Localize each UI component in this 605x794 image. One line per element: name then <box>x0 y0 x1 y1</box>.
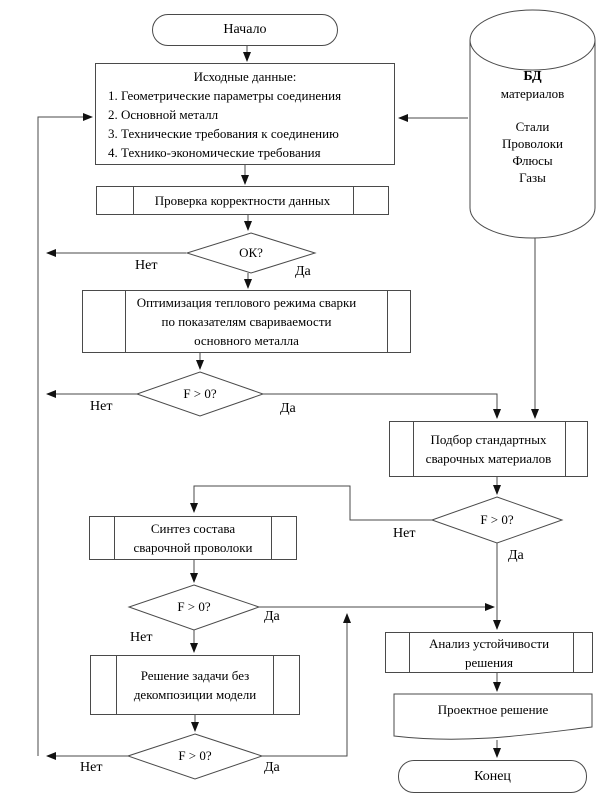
edge-label-yes-f2: Да <box>508 548 524 563</box>
synthesize-wire-line: Синтез состава <box>150 521 236 536</box>
stability-analysis-line: решения <box>465 654 513 670</box>
f2-decision-label: F > 0? <box>480 512 514 527</box>
check-data-box: Проверка корректности данных <box>96 186 389 215</box>
input-data-item: 4. Технико-экономические требования <box>108 145 321 160</box>
document-shape <box>393 693 593 740</box>
database-cylinder-shape <box>469 9 596 239</box>
f3-decision-label: F > 0? <box>177 599 211 614</box>
optimize-line: Оптимизация теплового режима сварки <box>136 295 357 310</box>
edge-label-yes-f1: Да <box>280 401 296 416</box>
f4-diamond-shape <box>126 733 264 780</box>
optimize-line: основного металла <box>194 333 299 348</box>
select-materials-line: Подбор стандартных <box>430 432 547 447</box>
ok-decision-label: ОК? <box>239 245 263 260</box>
ok-diamond-shape <box>185 232 317 274</box>
flow-arrows <box>37 46 539 760</box>
edge-label-no-f1: Нет <box>90 399 113 414</box>
select-materials-line: сварочных материалов <box>425 451 552 466</box>
edge-label-no-f3: Нет <box>130 630 153 645</box>
start-label: Начало <box>223 22 267 37</box>
edge-label-no-ok: Нет <box>135 258 158 273</box>
edge-label-yes-f3: Да <box>264 609 280 624</box>
design-document-label: Проектное решение <box>437 702 549 717</box>
end-label: Конец <box>474 768 511 784</box>
f1-decision-label: F > 0? <box>183 386 217 401</box>
edge-label-yes-f4: Да <box>264 760 280 775</box>
end-terminator: Конец <box>398 760 587 793</box>
solve-line: декомпозиции модели <box>133 687 257 702</box>
database-subtitle: материалов <box>500 86 565 101</box>
synthesize-wire-line: сварочной проволоки <box>133 540 253 555</box>
database-item: Проволоки <box>501 136 564 151</box>
input-data-item: 2. Основной металл <box>108 107 219 122</box>
solve-line: Решение задачи без <box>140 668 250 683</box>
database-item: Стали <box>515 119 550 134</box>
optimize-line: по показателям свариваемости <box>161 314 332 329</box>
select-materials-box: Подбор стандартных сварочных материалов <box>389 421 588 477</box>
synthesize-wire-box: Синтез состава сварочной проволоки <box>89 516 297 560</box>
stability-analysis-box: Анализ устойчивости решения <box>385 632 593 673</box>
stability-analysis-line: Анализ устойчивости <box>428 635 550 651</box>
input-data-title: Исходные данные: <box>193 69 297 84</box>
database-text: БД материалов Стали Проволоки Флюсы Газы <box>470 68 595 186</box>
solve-without-decomposition-box: Решение задачи без декомпозиции модели <box>90 655 300 715</box>
edge-label-yes-ok: Да <box>295 264 311 279</box>
optimize-thermal-box: Оптимизация теплового режима сварки по п… <box>82 290 411 353</box>
database-title: БД <box>523 69 542 84</box>
start-terminator: Начало <box>152 14 338 46</box>
f4-decision-label: F > 0? <box>178 748 212 763</box>
f1-diamond-shape <box>135 371 265 417</box>
input-data-box: Исходные данные: 1. Геометрические парам… <box>95 63 395 165</box>
input-data-item: 1. Геометрические параметры соединения <box>108 88 342 103</box>
edge-label-no-f4: Нет <box>80 760 103 775</box>
database-item: Газы <box>519 170 546 185</box>
input-data-item: 3. Технические требования к соединению <box>108 126 339 141</box>
edge-label-no-f2: Нет <box>393 526 416 541</box>
database-item: Флюсы <box>512 153 553 168</box>
check-data-label: Проверка корректности данных <box>154 193 331 208</box>
